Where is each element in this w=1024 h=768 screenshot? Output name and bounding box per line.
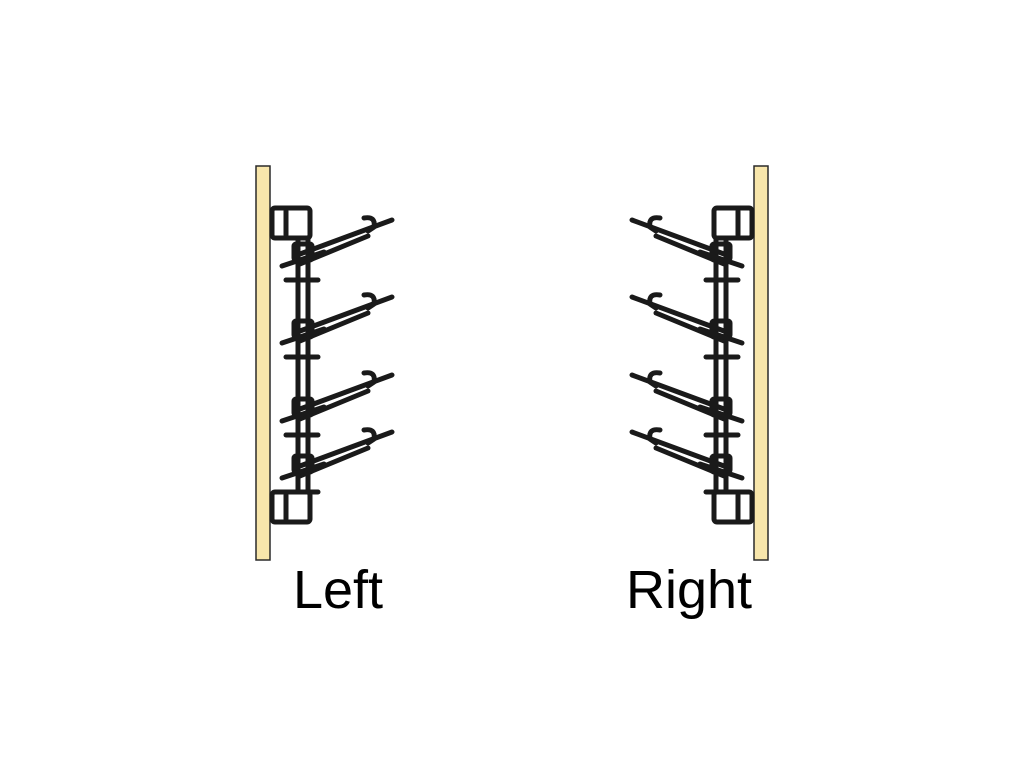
label-left: Left <box>292 560 384 620</box>
arm-loop <box>647 215 663 234</box>
arm-loop <box>647 427 663 446</box>
bottom-bracket <box>269 489 313 525</box>
top-bracket <box>711 205 755 241</box>
arm-cross-bar <box>279 249 327 269</box>
wall-mounted-rack-right-icon <box>629 165 769 561</box>
arm-cross-bar <box>697 461 745 481</box>
wall-board-right <box>753 165 769 561</box>
arm-rod-upper <box>297 294 395 334</box>
arm-loop <box>361 370 377 389</box>
label-right: Right <box>625 560 753 620</box>
arm-cross-bar <box>697 249 745 269</box>
arm-rod-lower <box>653 445 727 479</box>
arm-rod-upper <box>629 217 727 257</box>
arm-rod-lower <box>653 233 727 267</box>
top-bracket <box>269 205 313 241</box>
arm-rod-lower <box>653 310 727 344</box>
arm-loop <box>361 292 377 311</box>
arm-rod-upper <box>629 294 727 334</box>
arm-cross-bar <box>279 326 327 346</box>
arm-loop <box>361 427 377 446</box>
arm-rod-upper <box>629 372 727 412</box>
arm-loop <box>647 292 663 311</box>
arm-rod-lower <box>653 388 727 422</box>
arm-rod-lower <box>297 233 371 267</box>
arm-rod-upper <box>297 217 395 257</box>
arm-cross-bar <box>697 326 745 346</box>
arm-cross-bar <box>697 404 745 424</box>
wall-mounted-rack-left-icon <box>255 165 395 561</box>
wall-board-left <box>255 165 271 561</box>
rack-frame-left <box>269 205 395 525</box>
arm-rod-lower <box>297 310 371 344</box>
arm-rod-upper <box>297 372 395 412</box>
bottom-bracket <box>711 489 755 525</box>
arm-cross-bar <box>279 404 327 424</box>
arm-loop <box>361 215 377 234</box>
arm-loop <box>647 370 663 389</box>
arm-rod-lower <box>297 388 371 422</box>
arm-rod-lower <box>297 445 371 479</box>
arm-cross-bar <box>279 461 327 481</box>
rack-frame-right <box>629 205 755 525</box>
